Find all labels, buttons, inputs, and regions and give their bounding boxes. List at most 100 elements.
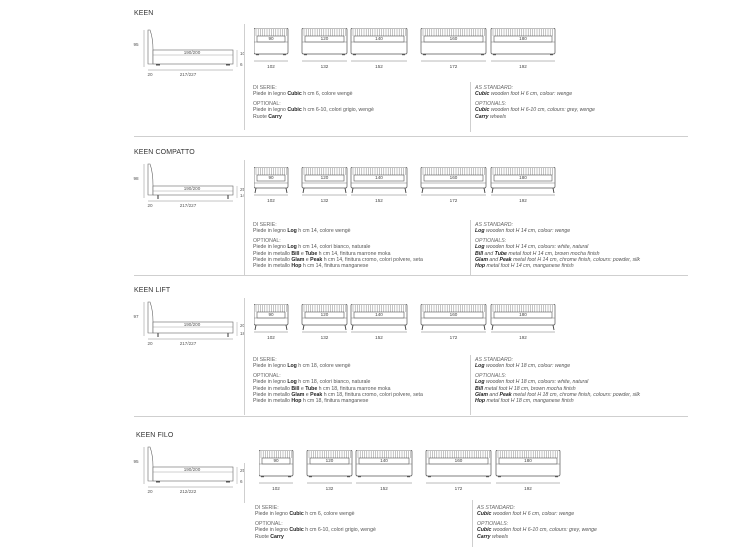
front-inner-width: 160: [455, 458, 463, 463]
spec-text: metal foot H 14 cm, manganese finish: [485, 263, 574, 270]
product-name: Hop: [475, 263, 486, 270]
standard-header: AS STANDARD:: [475, 357, 513, 363]
front-outer-width: 102: [267, 198, 275, 203]
product-name: Log: [475, 379, 485, 386]
front-inner-width: 120: [326, 458, 334, 463]
column-separator-left: [244, 463, 245, 503]
optional-header: OPTIONAL:: [255, 520, 283, 527]
italian-specs: DI SERIE:Piede in legno Cubic h cm 6, co…: [255, 505, 376, 540]
spec-text: wooden foot H 6 cm, colour: wenge: [489, 91, 573, 98]
product-name: Cubic: [289, 527, 304, 534]
section-divider: [134, 136, 688, 137]
headboard-outline: [147, 163, 154, 196]
optional-line: Carry wheels: [475, 114, 595, 120]
product-name: Peak: [499, 392, 512, 399]
front-outer-width: 152: [375, 335, 383, 340]
spec-text: and: [487, 257, 500, 264]
optional-line: Piede in metallo Glam e Peak h cm 18, fi…: [253, 392, 423, 398]
front-outer-width: 192: [519, 198, 527, 203]
product-name: Log: [475, 363, 485, 370]
spec-text: Piede in metallo: [253, 250, 292, 257]
front-inner-width: 140: [380, 458, 388, 463]
product-name: Glam: [475, 392, 488, 399]
model-title: KEEN COMPATTO: [134, 149, 195, 156]
front-inner-width: 120: [321, 175, 329, 180]
headboard-outline: [147, 301, 154, 334]
dim-top: 25: [240, 468, 246, 473]
spec-text: and: [487, 392, 500, 399]
standard-line: Log wooden foot H 14 cm, colour: wenge: [475, 228, 640, 234]
spec-text: h cm 14, finitura marrone moka: [317, 250, 391, 257]
spec-text: Piede in metallo: [253, 385, 292, 392]
spec-text: h cm 18, colore wengè: [296, 363, 351, 370]
product-name: Bill: [475, 250, 484, 257]
front-inner-width: 90: [268, 312, 274, 317]
product-name: Peak: [499, 257, 512, 264]
product-name: Cubic: [287, 91, 302, 98]
product-name: Log: [287, 379, 297, 386]
spec-text: wooden foot H 6-10 cm, colours: grey, we…: [491, 527, 597, 534]
spec-text: wooden foot H 14 cm, colour: wenge: [484, 228, 571, 235]
spec-text: Piede in legno: [255, 527, 290, 534]
section-divider: [134, 275, 688, 276]
optional-line: Glam and Peak metal foot H 18 cm, chrome…: [475, 392, 640, 398]
product-name: Hop: [291, 263, 302, 270]
front-view-120: 120 132: [301, 166, 348, 203]
spec-text: h cm 18, finitura marrone moka: [317, 385, 391, 392]
spec-text: wheels: [490, 533, 509, 540]
front-inner-width: 180: [519, 175, 527, 180]
product-name: Cubic: [477, 527, 492, 534]
spec-text: h cm 14, colori bianco, naturale: [296, 244, 371, 251]
spec-text: h cm 14, colore wengè: [296, 228, 351, 235]
front-outer-width: 152: [375, 198, 383, 203]
product-name: Carry: [270, 533, 284, 540]
spec-text: Piede in legno: [253, 107, 288, 114]
front-outer-width: 172: [455, 486, 463, 491]
front-inner-width: 90: [273, 458, 279, 463]
product-name: Tube: [305, 250, 318, 257]
front-outer-width: 152: [380, 486, 388, 491]
front-outer-width: 132: [321, 198, 329, 203]
front-inner-width: 140: [375, 36, 383, 41]
product-name: Glam: [475, 257, 488, 264]
front-inner-width: 140: [375, 312, 383, 317]
standard-line: Piede in legno Cubic h cm 6, colore weng…: [255, 511, 376, 517]
optional-header: OPTIONAL:: [253, 237, 281, 244]
spec-text: h cm 14, finitura cromo, colori polvere,…: [322, 257, 423, 264]
dim-headboard: 20: [147, 341, 153, 346]
column-separator-left: [244, 24, 245, 130]
optional-header: OPTIONALS:: [475, 237, 507, 244]
model-title: KEEN LIFT: [134, 287, 171, 294]
dim-length: 212/222: [180, 489, 197, 494]
dim-height: 95: [133, 459, 139, 464]
front-outer-width: 172: [450, 335, 458, 340]
standard-header: AS STANDARD:: [475, 85, 513, 91]
spec-text: wheels: [488, 113, 507, 120]
optional-line: Ruote Carry: [255, 534, 376, 540]
standard-line: Piede in legno Log h cm 14, colore wengè: [253, 228, 423, 234]
front-outer-width: 132: [321, 64, 329, 69]
dim-headboard: 20: [147, 72, 153, 77]
english-specs: AS STANDARD:Log wooden foot H 14 cm, col…: [475, 222, 640, 270]
spec-text: h cm 14, finitura manganese: [301, 263, 369, 270]
front-inner-width: 160: [450, 175, 458, 180]
optional-header: OPTIONAL:: [253, 372, 281, 379]
spec-text: wooden foot H 6 cm, colour: wenge: [491, 511, 575, 518]
english-specs: AS STANDARD:Log wooden foot H 18 cm, col…: [475, 357, 640, 405]
optional-header: OPTIONALS:: [475, 372, 507, 379]
optional-line: Piede in legno Log h cm 18, colori bianc…: [253, 379, 423, 385]
